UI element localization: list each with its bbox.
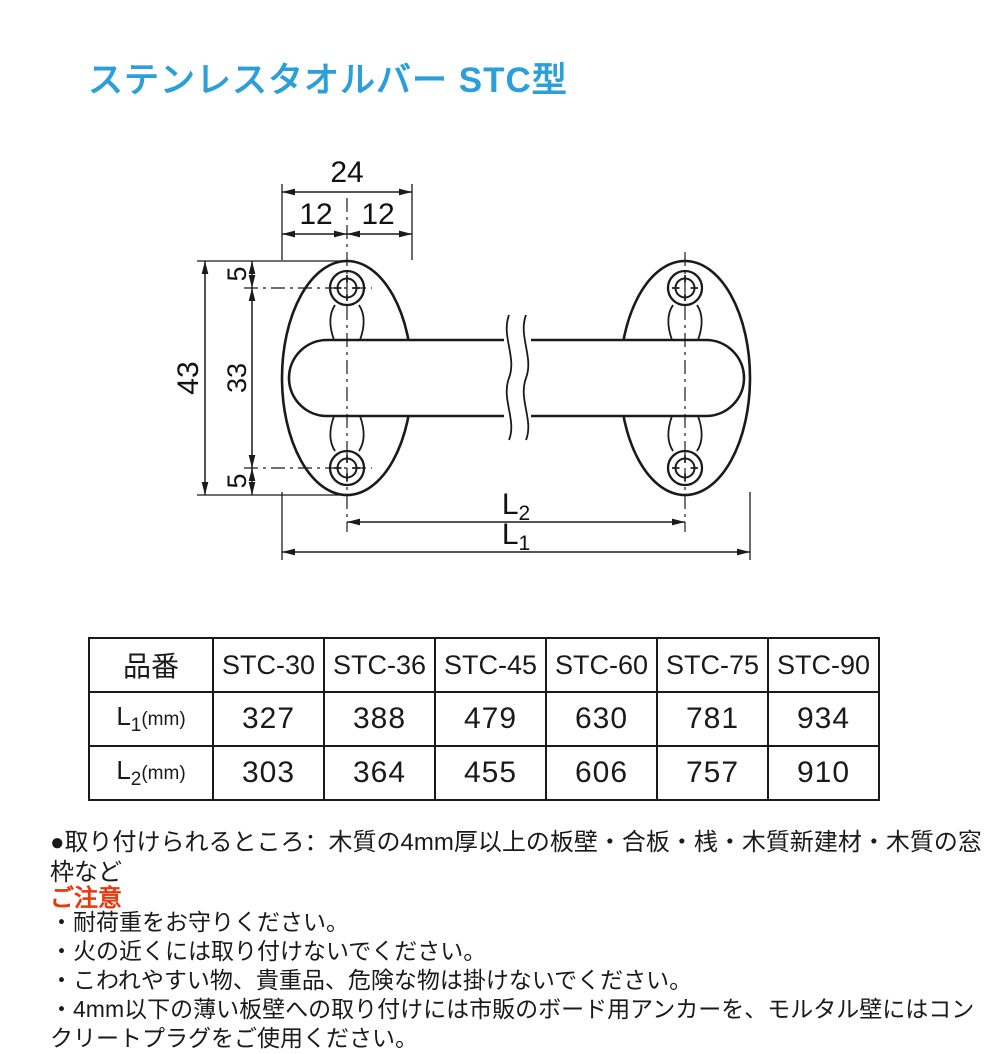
spec-table: 品番 STC-30 STC-36 STC-45 STC-60 STC-75 ST… <box>88 637 880 801</box>
table-cell: 757 <box>656 745 769 801</box>
caution-list: ・耐荷重をお守りください。 ・火の近くには取り付けないでください。 ・こわれやす… <box>50 908 995 1053</box>
bracket-necks <box>329 304 703 452</box>
table-cell: 479 <box>434 691 547 747</box>
caution-item: ・4mm以下の薄い板壁への取り付けには市販のボード用アンカーを、モルタル壁にはコ… <box>50 996 975 1051</box>
mounting-note: ●取り付けられるところ：木質の4mm厚以上の板壁・合板・桟・木質新建材・木質の窓… <box>50 829 982 886</box>
table-header-model: STC-75 <box>656 637 769 693</box>
dim-label-5-bottom: 5 <box>222 473 252 488</box>
dimension-lines <box>201 188 750 556</box>
table-cell: 455 <box>434 745 547 801</box>
dim-label-43: 43 <box>172 361 205 394</box>
table-cell: 388 <box>323 691 436 747</box>
dim-label-24: 24 <box>330 156 363 189</box>
table-header-model: STC-45 <box>434 637 547 693</box>
technical-drawing: 24 12 12 5 33 5 43 L2 L1 <box>172 156 752 560</box>
dim-label-33: 33 <box>222 363 252 393</box>
table-cell: 606 <box>545 745 658 801</box>
caution-item: ・火の近くには取り付けないでください。 <box>50 938 487 964</box>
table-header-item-number: 品番 <box>88 637 214 693</box>
table-cell: 364 <box>323 745 436 801</box>
table-cell: 910 <box>767 745 880 801</box>
dim-label-5-top: 5 <box>222 266 252 281</box>
table-cell: 303 <box>212 745 325 801</box>
page-title: ステンレスタオルバー STC型 <box>88 61 568 100</box>
caution-title: ご注意 <box>50 885 122 912</box>
centerlines <box>244 198 686 532</box>
dim-label-l1: L1 <box>502 518 530 555</box>
table-cell: 934 <box>767 691 880 747</box>
dim-label-l2: L2 <box>502 488 530 525</box>
caution-item: ・耐荷重をお守りください。 <box>50 909 349 935</box>
dim-label-12-left: 12 <box>299 198 332 231</box>
table-row-l2: L2(mm) 303 364 455 606 757 910 <box>88 745 880 801</box>
table-cell: 781 <box>656 691 769 747</box>
table-cell: 630 <box>545 691 658 747</box>
bar-break <box>504 314 531 441</box>
dim-label-12-right: 12 <box>361 198 394 231</box>
row-label-l1: L1(mm) <box>88 691 214 747</box>
extension-lines <box>197 184 751 560</box>
table-header-model: STC-30 <box>212 637 325 693</box>
table-header-row: 品番 STC-30 STC-36 STC-45 STC-60 STC-75 ST… <box>88 637 880 693</box>
caution-item: ・こわれやすい物、貴重品、危険な物は掛けないでください。 <box>50 967 693 993</box>
table-header-model: STC-36 <box>323 637 436 693</box>
table-header-model: STC-60 <box>545 637 658 693</box>
table-header-model: STC-90 <box>767 637 880 693</box>
table-row-l1: L1(mm) 327 388 479 630 781 934 <box>88 691 880 747</box>
table-cell: 327 <box>212 691 325 747</box>
row-label-l2: L2(mm) <box>88 745 214 801</box>
